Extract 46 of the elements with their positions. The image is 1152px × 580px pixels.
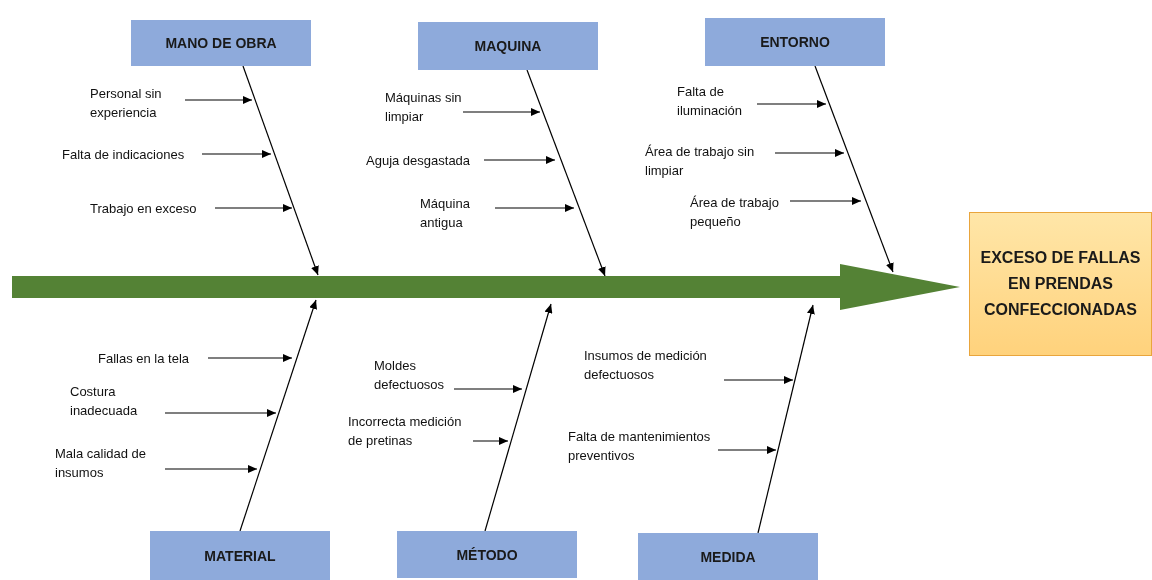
arrow bbox=[453, 385, 523, 393]
arrow bbox=[774, 149, 845, 157]
arrow bbox=[207, 354, 293, 362]
category-box: MÉTODO bbox=[397, 531, 577, 578]
bone-arrow bbox=[239, 299, 317, 532]
arrow bbox=[494, 204, 575, 212]
cause-label: Falta de indicaciones bbox=[62, 145, 202, 164]
bone-arrow bbox=[484, 303, 553, 532]
effect-box: EXCESO DE FALLAS EN PRENDAS CONFECCIONADAS bbox=[969, 212, 1152, 356]
arrow bbox=[462, 108, 541, 116]
cause-label: Personal sin experiencia bbox=[90, 84, 185, 122]
cause-label: Máquinas sin limpiar bbox=[385, 88, 463, 126]
category-box: ENTORNO bbox=[705, 18, 885, 66]
arrow bbox=[756, 100, 827, 108]
cause-label: Incorrecta medición de pretinas bbox=[348, 412, 473, 450]
arrow bbox=[789, 197, 862, 205]
bone-arrow bbox=[526, 69, 606, 277]
category-box: MATERIAL bbox=[150, 531, 330, 580]
cause-label: Área de trabajo sin limpiar bbox=[645, 142, 775, 180]
bone-arrow bbox=[814, 65, 894, 273]
arrow bbox=[201, 150, 272, 158]
cause-label: Falta de iluminación bbox=[677, 82, 757, 120]
arrow bbox=[483, 156, 556, 164]
arrow bbox=[723, 376, 794, 384]
cause-label: Costura inadecuada bbox=[70, 382, 165, 420]
arrow bbox=[472, 437, 509, 445]
arrow bbox=[164, 409, 277, 417]
cause-label: Aguja desgastada bbox=[366, 151, 484, 170]
arrow bbox=[184, 96, 253, 104]
cause-label: Trabajo en exceso bbox=[90, 199, 215, 218]
cause-label: Falta de mantenimientos preventivos bbox=[568, 427, 718, 465]
arrow bbox=[717, 446, 777, 454]
bone-arrow bbox=[242, 65, 319, 276]
cause-label: Área de trabajo pequeño bbox=[690, 193, 790, 231]
cause-label: Insumos de medición defectuosos bbox=[584, 346, 724, 384]
category-box: MAQUINA bbox=[418, 22, 598, 70]
arrow bbox=[164, 465, 258, 473]
bone-arrow bbox=[757, 304, 815, 534]
cause-label: Moldes defectuosos bbox=[374, 356, 454, 394]
category-box: MEDIDA bbox=[638, 533, 818, 580]
cause-label: Mala calidad de insumos bbox=[55, 444, 165, 482]
cause-label: Máquina antigua bbox=[420, 194, 495, 232]
spine-arrow bbox=[12, 264, 960, 310]
cause-label: Fallas en la tela bbox=[98, 349, 208, 368]
arrow bbox=[214, 204, 293, 212]
category-box: MANO DE OBRA bbox=[131, 20, 311, 66]
